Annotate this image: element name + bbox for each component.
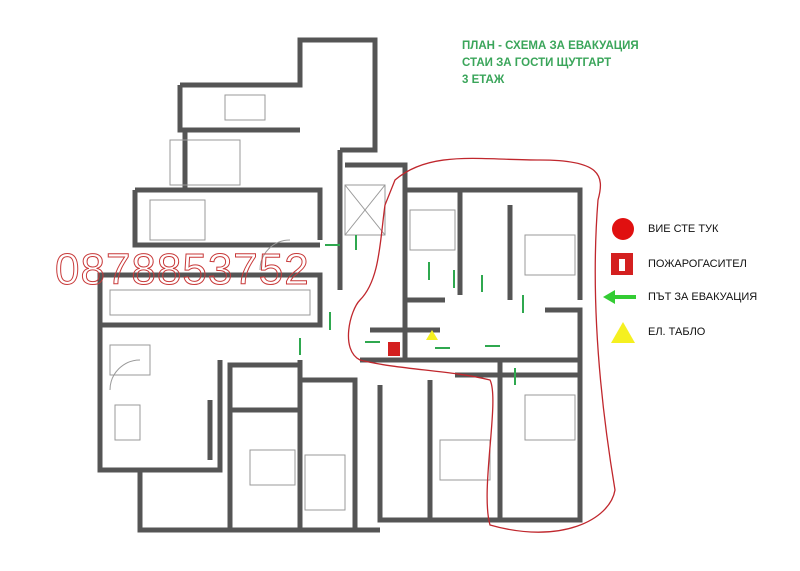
evacuation-route-arrows bbox=[299, 235, 524, 385]
legend-you-are-here: ВИЕ СТЕ ТУК bbox=[648, 223, 719, 235]
legend-electrical-panel: ЕЛ. ТАБЛО bbox=[648, 326, 706, 338]
title-line-1: ПЛАН - СХЕМА ЗА ЕВАКУАЦИЯ bbox=[462, 40, 639, 52]
fire-extinguisher-marker bbox=[388, 342, 400, 356]
legend-fire-extinguisher: ПОЖАРОГАСИТЕЛ bbox=[648, 258, 747, 270]
fire-extinguisher-glyph bbox=[619, 259, 625, 271]
red-circle-icon bbox=[612, 218, 634, 240]
furniture bbox=[109, 94, 576, 511]
yellow-triangle-icon bbox=[611, 322, 635, 343]
electrical-panel-marker bbox=[426, 330, 438, 340]
legend-evacuation-route: ПЪТ ЗА ЕВАКУАЦИЯ bbox=[648, 291, 758, 303]
green-arrow-left-icon bbox=[603, 290, 636, 304]
title-line-2: СТАИ ЗА ГОСТИ ЩУТГАРТ bbox=[462, 57, 612, 69]
plan-title: ПЛАН - СХЕМА ЗА ЕВАКУАЦИЯ СТАИ ЗА ГОСТИ … bbox=[462, 38, 639, 89]
walls bbox=[97, 37, 583, 533]
evacuation-zone-boundary bbox=[347, 157, 616, 533]
title-line-3: 3 ЕТАЖ bbox=[462, 74, 505, 86]
phone-watermark: 0878853752 bbox=[55, 245, 310, 295]
